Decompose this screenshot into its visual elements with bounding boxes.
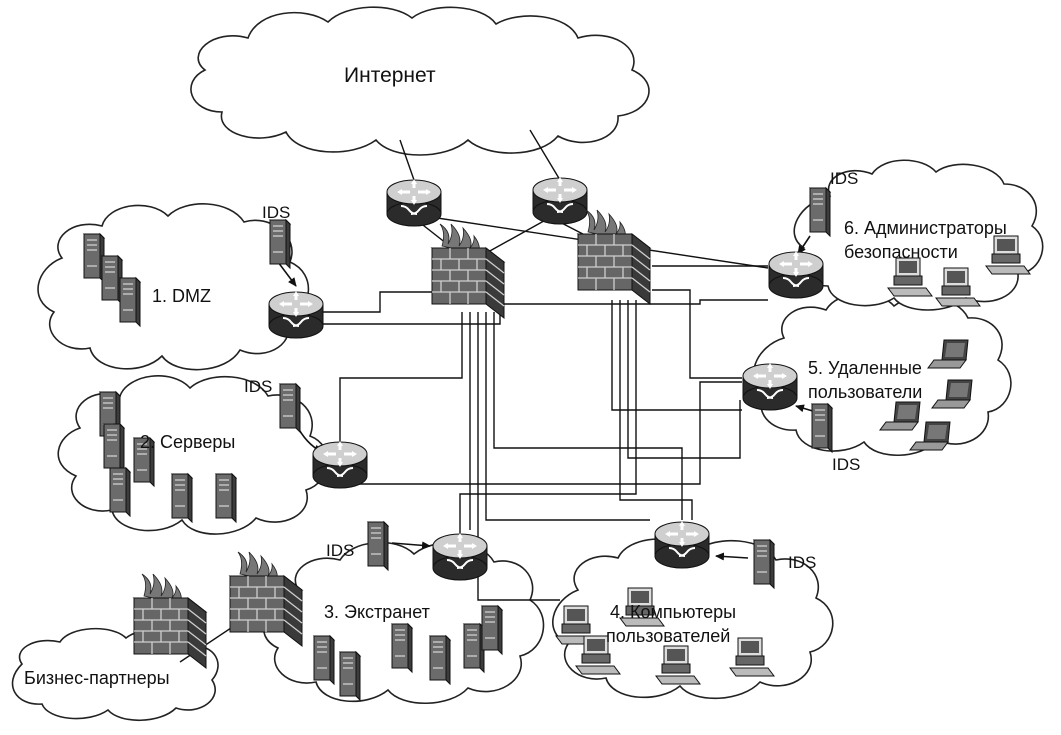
admins-label-line2: безопасности xyxy=(844,242,958,262)
server-icon xyxy=(171,473,193,523)
ids-sensor-icon xyxy=(367,521,389,571)
router-icon xyxy=(653,519,711,570)
firewall-icon xyxy=(229,551,303,647)
server-icon xyxy=(313,635,335,685)
router-icon xyxy=(267,289,325,340)
router-icon xyxy=(385,177,443,228)
server-icon xyxy=(83,233,105,283)
ids-label: IDS xyxy=(244,377,272,396)
server-icon xyxy=(109,467,131,517)
server-icon xyxy=(339,651,361,701)
network-links xyxy=(179,129,769,663)
partners-label: Бизнес-партнеры xyxy=(24,668,170,688)
dmz-label: 1. DMZ xyxy=(152,286,211,306)
extranet-label: 3. Экстранет xyxy=(324,602,430,622)
admins-label-line1: 6. Администраторы xyxy=(844,218,1007,238)
ids-arrows xyxy=(277,235,817,561)
ids-sensor-icon xyxy=(279,383,301,433)
ids-sensor-icon xyxy=(809,187,831,237)
servers-label: 2. Серверы xyxy=(140,432,235,452)
internet-cloud xyxy=(190,6,650,156)
server-icon xyxy=(463,623,485,673)
router-icon xyxy=(741,361,799,412)
ids-label: IDS xyxy=(788,553,816,572)
ids-sensor-icon xyxy=(269,219,291,269)
internet-label: Интернет xyxy=(344,64,436,87)
server-icon xyxy=(119,277,141,327)
server-icon xyxy=(103,423,125,473)
firewall-icon xyxy=(577,209,651,305)
users-label-line2: пользователей xyxy=(606,626,730,646)
server-icon xyxy=(429,635,451,685)
remote-label-line2: пользователи xyxy=(808,382,922,402)
ids-sensor-icon xyxy=(753,539,775,589)
server-icon xyxy=(101,255,123,305)
ids-label: IDS xyxy=(830,169,858,188)
router-icon xyxy=(431,531,489,582)
router-icon xyxy=(311,439,369,490)
server-icon xyxy=(215,473,237,523)
router-icon xyxy=(531,175,589,226)
users-label-line1: 4. Компьютеры xyxy=(610,602,736,622)
ids-label: IDS xyxy=(262,203,290,222)
server-icon xyxy=(481,605,503,655)
firewall-icon xyxy=(133,573,207,669)
server-icon xyxy=(391,623,413,673)
router-icon xyxy=(767,249,825,300)
ids-sensor-icon xyxy=(811,403,833,453)
ids-label: IDS xyxy=(326,541,354,560)
remote-label-line1: 5. Удаленные xyxy=(808,358,922,378)
firewall-icon xyxy=(431,223,505,319)
ids-label: IDS xyxy=(832,455,860,474)
